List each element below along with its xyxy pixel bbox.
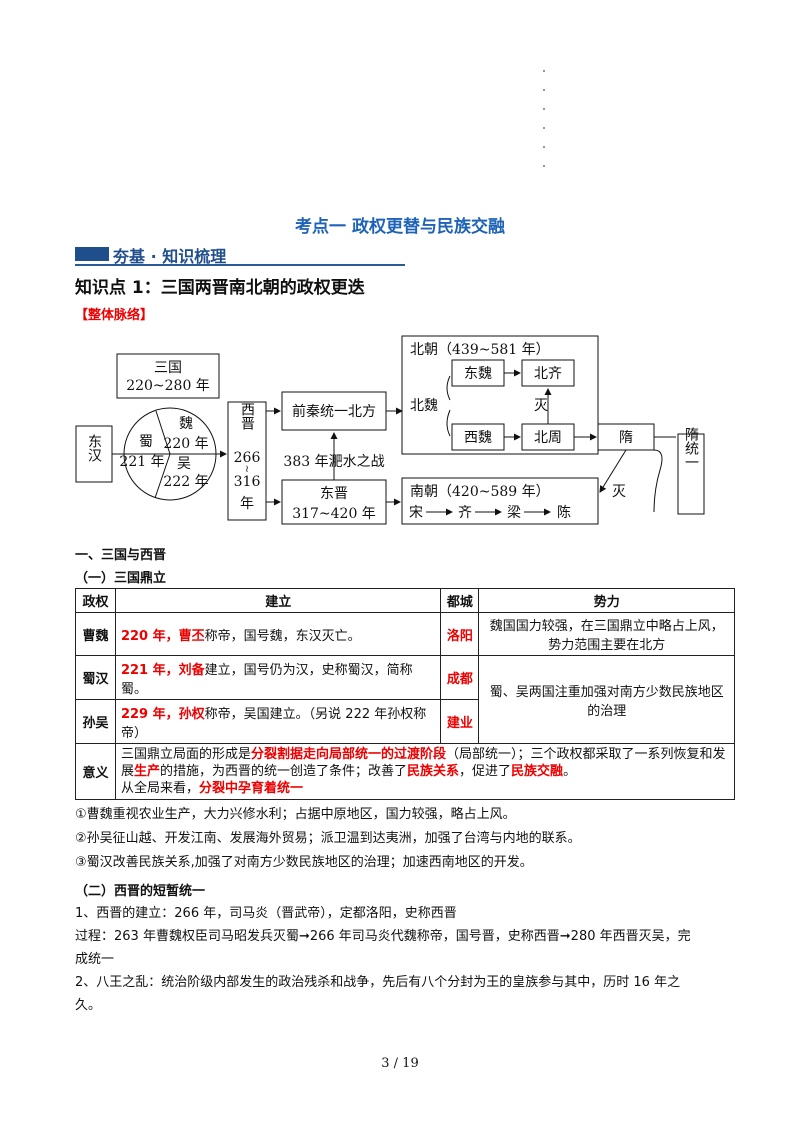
sui-label: 隋 bbox=[619, 430, 633, 446]
section1-1-heading: （一）三国鼎立 bbox=[75, 571, 167, 586]
table-header: 都城 bbox=[440, 588, 480, 613]
regime-name: 蜀汉 bbox=[75, 655, 116, 700]
xijin-start: 266 bbox=[234, 450, 261, 466]
paragraph: 久。 bbox=[75, 998, 102, 1013]
wei-label: 魏 bbox=[179, 416, 193, 432]
song-label: 宋 bbox=[409, 505, 423, 521]
xijin-nian: 年 bbox=[240, 496, 254, 512]
sanguo-years: 220~280 年 bbox=[126, 378, 210, 394]
banner-bar bbox=[75, 247, 109, 261]
capital: 洛阳 bbox=[440, 612, 480, 656]
beiqi-label: 北齐 bbox=[534, 366, 562, 382]
paragraph: 过程：263 年曹魏权臣司马昭发兵灭蜀➞266 年司马炎代魏称帝，国号晋，史称西… bbox=[75, 929, 691, 944]
founding-text: 建立，国号仍为汉，史称蜀汉，简称蜀。 bbox=[120, 662, 413, 697]
section-banner: 夯基 · 知识梳理 bbox=[75, 243, 405, 266]
founder: 孙权 bbox=[178, 706, 205, 722]
note-item: ②孙吴征山越、开发江南、发展海外贸易；派卫温到达夷洲，加强了台湾与内地的联系。 bbox=[75, 831, 581, 846]
beiwei-label: 北魏 bbox=[410, 398, 438, 414]
significance-label: 意义 bbox=[75, 743, 116, 800]
shu-year: 221 年 bbox=[119, 454, 164, 470]
nanchao-box bbox=[401, 477, 599, 525]
mie-label-2: 灭 bbox=[612, 484, 626, 500]
founding-year: 221 年 bbox=[120, 662, 166, 678]
paragraph: 2、八王之乱：统治阶级内部发生的政治残杀和战争，先后有八个分封为王的皇族参与其中… bbox=[75, 975, 681, 990]
founding-cell: 221 年，刘备建立，国号仍为汉，史称蜀汉，简称蜀。 bbox=[114, 655, 442, 700]
banner-text: 夯基 · 知识梳理 bbox=[113, 247, 227, 266]
three-kingdoms-table: 政权 建立 都城 势力 曹魏 220 年，曹丕称帝，国号魏，东汉灭亡。 洛阳 魏… bbox=[75, 588, 736, 800]
dongjin-years: 317~420 年 bbox=[292, 506, 376, 522]
dongwei-label: 东魏 bbox=[464, 366, 492, 382]
table-row: 蜀汉 221 年，刘备建立，国号仍为汉，史称蜀汉，简称蜀。 成都 蜀、吴两国注重… bbox=[75, 655, 735, 744]
regime-name: 曹魏 bbox=[75, 612, 116, 656]
paragraph: 1、西晋的建立：266 年，司马炎（晋武帝），定都洛阳，史称西晋 bbox=[75, 906, 457, 921]
knowledge-point-heading: 知识点 1：三国两晋南北朝的政权更迭 bbox=[75, 278, 365, 298]
table-row: 曹魏 220 年，曹丕称帝，国号魏，东汉灭亡。 洛阳 魏国国力较强，在三国鼎立中… bbox=[75, 612, 735, 656]
sanguo-label: 三国 bbox=[154, 360, 182, 376]
regime-name: 孙吴 bbox=[75, 699, 116, 744]
svg-text:≀: ≀ bbox=[245, 464, 249, 475]
dongjin-label: 东晋 bbox=[320, 486, 348, 502]
overview-tag: 【整体脉络】 bbox=[75, 308, 154, 323]
wu-label: 吴 bbox=[177, 456, 191, 472]
founding-text: 称帝，国号魏，东汉灭亡。 bbox=[204, 628, 361, 644]
qianqin-label: 前秦统一北方 bbox=[292, 403, 376, 420]
table-header: 政权 bbox=[75, 588, 116, 613]
xiwei-label: 西魏 bbox=[464, 430, 492, 446]
liang-label: 梁 bbox=[507, 505, 521, 521]
power-wei: 魏国国力较强，在三国鼎立中略占上风，势力范围主要在北方 bbox=[478, 612, 735, 656]
xijin-label: 西晋 bbox=[239, 402, 255, 430]
page-number: 3 / 19 bbox=[381, 1056, 419, 1071]
margin-dots bbox=[543, 70, 547, 184]
table-header-row: 政权 建立 都城 势力 bbox=[75, 588, 735, 613]
wu-year: 222 年 bbox=[163, 474, 208, 490]
significance-text: 三国鼎立局面的形成是分裂割据走向局部统一的过渡阶段（局部统一）；三个政权都采取了… bbox=[114, 743, 736, 800]
section1-heading: 一、三国与西晋 bbox=[75, 548, 167, 563]
xijin-paragraphs: 1、西晋的建立：266 年，司马炎（晋武帝），定都洛阳，史称西晋 过程：263 … bbox=[75, 902, 735, 1017]
notes-list: ①曹魏重视农业生产，大力兴修水利；占据中原地区，国力较强，略占上风。 ②孙吴征山… bbox=[75, 805, 735, 873]
founding-cell: 220 年，曹丕称帝，国号魏，东汉灭亡。 bbox=[114, 612, 442, 656]
mie-label-1: 灭 bbox=[534, 398, 548, 414]
capital: 成都 bbox=[440, 655, 480, 700]
xijin-end: 316 bbox=[234, 474, 261, 490]
founder: 曹丕 bbox=[178, 628, 205, 644]
capital: 建业 bbox=[440, 699, 480, 744]
feishui-label: 383 年淝水之战 bbox=[283, 454, 384, 470]
paragraph: 成统一 bbox=[75, 952, 115, 967]
xijin-box bbox=[227, 401, 267, 521]
beizhou-label: 北周 bbox=[534, 430, 562, 446]
founding-year: 229 年 bbox=[120, 706, 166, 722]
founding-cell: 229 年，孙权称帝，吴国建立。（另说 222 年孙权称帝） bbox=[114, 699, 442, 744]
table-header: 建立 bbox=[114, 588, 442, 613]
beiqi-box bbox=[521, 359, 575, 387]
wei-year: 220 年 bbox=[163, 436, 208, 452]
founding-text: 称帝，吴国建立。（另说 222 年孙权称帝） bbox=[120, 706, 427, 741]
sui-tongyi-box bbox=[677, 433, 705, 515]
beichao-box bbox=[401, 335, 599, 455]
banner-underline bbox=[75, 264, 405, 266]
page-title: 考点一 政权更替与民族交融 bbox=[295, 217, 505, 237]
chen-label: 陈 bbox=[557, 504, 571, 521]
table-header: 势力 bbox=[478, 588, 735, 613]
shu-label: 蜀 bbox=[139, 434, 153, 450]
table-row: 孙吴 229 年，孙权称帝，吴国建立。（另说 222 年孙权称帝） 建业 bbox=[75, 699, 735, 744]
qi-label: 齐 bbox=[458, 505, 472, 521]
significance-row: 意义 三国鼎立局面的形成是分裂割据走向局部统一的过渡阶段（局部统一）；三个政权都… bbox=[75, 743, 736, 800]
power-shuwu: 蜀、吴两国注重加强对南方少数民族地区的治理 bbox=[478, 655, 735, 744]
note-item: ③蜀汉改善民族关系,加强了对南方少数民族地区的治理；加速西南地区的开发。 bbox=[75, 855, 533, 870]
sui-tongyi-label: 隋统一 bbox=[683, 427, 699, 469]
founder: 刘备 bbox=[178, 662, 205, 678]
donghan-label: 东汉 bbox=[86, 434, 102, 462]
nanchao-label: 南朝（420~589 年） bbox=[410, 484, 550, 500]
section1-2-heading: （二）西晋的短暂统一 bbox=[75, 884, 206, 899]
note-item: ①曹魏重视农业生产，大力兴修水利；占据中原地区，国力较强，略占上风。 bbox=[75, 807, 516, 822]
beichao-label: 北朝（439~581 年） bbox=[410, 342, 550, 358]
timeline-diagram: 东汉 三国 220~280 年 魏 220 年 蜀 221 年 吴 222 年 … bbox=[75, 335, 705, 525]
founding-year: 220 年 bbox=[120, 628, 166, 644]
sanguo-box bbox=[116, 353, 220, 399]
